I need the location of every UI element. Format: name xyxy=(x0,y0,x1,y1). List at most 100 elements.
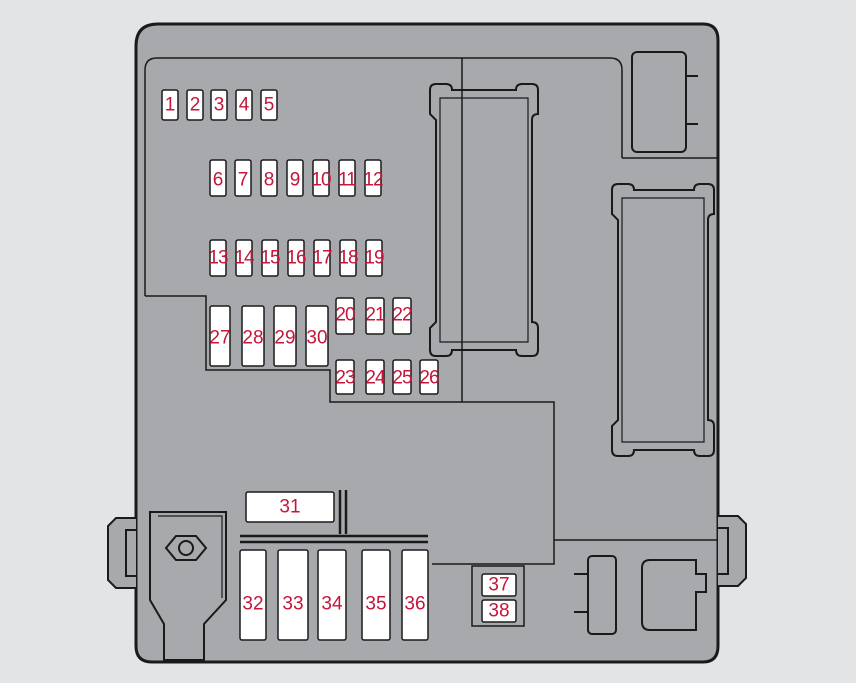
fuse-22-body[interactable] xyxy=(392,297,412,335)
fuse-24-body[interactable] xyxy=(365,359,385,395)
fuse-23[interactable]: 23 xyxy=(335,359,356,395)
fuse-25[interactable]: 25 xyxy=(392,359,413,395)
inner-partition-lines xyxy=(144,57,718,565)
fuse-36-body[interactable] xyxy=(401,549,429,641)
fuse-4[interactable]: 4 xyxy=(235,89,253,121)
fuse-8[interactable]: 8 xyxy=(260,159,278,197)
fuse-27[interactable]: 27 xyxy=(209,305,231,367)
fuse-33-body[interactable] xyxy=(277,549,309,641)
fuse-2-label: 2 xyxy=(190,95,201,116)
fuse-17-label: 17 xyxy=(312,248,332,269)
fuse-14[interactable]: 14 xyxy=(234,239,256,277)
fuse-33[interactable]: 33 xyxy=(277,549,309,641)
fuse-13-body[interactable] xyxy=(209,239,227,277)
fuse-7[interactable]: 7 xyxy=(234,159,252,197)
fuse-30[interactable]: 30 xyxy=(305,305,329,367)
fuse-28-body[interactable] xyxy=(241,305,265,367)
fuse-19[interactable]: 19 xyxy=(364,239,385,277)
fuse-20-body[interactable] xyxy=(335,297,355,335)
fuse-2-body[interactable] xyxy=(186,89,204,121)
fuse-35[interactable]: 35 xyxy=(361,549,391,641)
fuse-7-body[interactable] xyxy=(234,159,252,197)
fuse-37[interactable]: 37 xyxy=(481,573,517,597)
fuse-16-body[interactable] xyxy=(287,239,305,277)
fuse-5-label: 5 xyxy=(264,95,275,116)
fuse-23-body[interactable] xyxy=(335,359,355,395)
fuse-14-body[interactable] xyxy=(235,239,253,277)
fuse-31-body[interactable] xyxy=(245,491,335,523)
fuse-3[interactable]: 3 xyxy=(210,89,228,121)
fuse-3-label: 3 xyxy=(214,95,225,116)
fuse-38-label: 38 xyxy=(488,601,509,622)
fuse-34[interactable]: 34 xyxy=(317,549,347,641)
fuse-28[interactable]: 28 xyxy=(241,305,265,367)
fuse-20[interactable]: 20 xyxy=(335,297,356,335)
fuse-5[interactable]: 5 xyxy=(260,89,278,121)
fuse-13-label: 13 xyxy=(208,248,228,269)
fuse-16[interactable]: 16 xyxy=(286,239,307,277)
fuse-34-body[interactable] xyxy=(317,549,347,641)
fuse-15-body[interactable] xyxy=(261,239,279,277)
fuse-10[interactable]: 10 xyxy=(311,159,332,197)
fuse-32[interactable]: 32 xyxy=(239,549,267,641)
fuse-13[interactable]: 13 xyxy=(208,239,229,277)
mini-fuse-holder xyxy=(471,565,525,627)
fuse-26[interactable]: 26 xyxy=(419,359,440,395)
fuse-1-body[interactable] xyxy=(161,89,179,121)
fuse-3-body[interactable] xyxy=(210,89,228,121)
fuse-11[interactable]: 11 xyxy=(338,159,357,197)
fuse-12-body[interactable] xyxy=(364,159,382,197)
fuse-11-body[interactable] xyxy=(338,159,356,197)
fuse-31-label: 31 xyxy=(279,497,300,518)
fuse-6-label: 6 xyxy=(213,170,224,191)
terminal-post xyxy=(149,511,227,661)
fuse-4-body[interactable] xyxy=(235,89,253,121)
fuse-18-body[interactable] xyxy=(339,239,357,277)
fuse-21[interactable]: 21 xyxy=(365,297,386,335)
fuse-29[interactable]: 29 xyxy=(273,305,297,367)
fuse-26-label: 26 xyxy=(419,368,439,389)
fuse-35-body[interactable] xyxy=(361,549,391,641)
fuse-12[interactable]: 12 xyxy=(363,159,384,197)
fuse-25-label: 25 xyxy=(392,368,412,389)
fuse-12-label: 12 xyxy=(363,170,383,191)
fuse-25-body[interactable] xyxy=(392,359,412,395)
fuse-8-body[interactable] xyxy=(260,159,278,197)
fuse-37-body[interactable] xyxy=(481,573,517,597)
fuse-37-label: 37 xyxy=(488,575,509,596)
fuse-32-body[interactable] xyxy=(239,549,267,641)
fuse-30-body[interactable] xyxy=(305,305,329,367)
fuse-2[interactable]: 2 xyxy=(186,89,204,121)
fuse-27-body[interactable] xyxy=(209,305,231,367)
fuse-15[interactable]: 15 xyxy=(260,239,281,277)
relay-top-right xyxy=(631,51,698,153)
fuse-18[interactable]: 18 xyxy=(338,239,359,277)
fuse-36[interactable]: 36 xyxy=(401,549,429,641)
fuse-38-body[interactable] xyxy=(481,599,517,623)
fuse-6[interactable]: 6 xyxy=(209,159,227,197)
relay-socket-right-inner xyxy=(621,197,705,443)
fuse-5-body[interactable] xyxy=(260,89,278,121)
fuse-1[interactable]: 1 xyxy=(161,89,179,121)
fuse-6-body[interactable] xyxy=(209,159,227,197)
fuse-10-body[interactable] xyxy=(312,159,330,197)
fuse-38[interactable]: 38 xyxy=(481,599,517,623)
fuse-33-label: 33 xyxy=(282,594,303,615)
fuse-24[interactable]: 24 xyxy=(365,359,387,395)
fuse-19-label: 19 xyxy=(364,248,384,269)
fuse-4-label: 4 xyxy=(239,95,250,116)
fuse-19-body[interactable] xyxy=(365,239,383,277)
right-mounting-clip xyxy=(718,515,747,587)
fuse-29-body[interactable] xyxy=(273,305,297,367)
fuse-26-body[interactable] xyxy=(419,359,439,395)
left-mounting-clip xyxy=(107,517,136,589)
fuse-34-label: 34 xyxy=(321,594,343,615)
fuse-17-body[interactable] xyxy=(313,239,331,277)
fuse-9-body[interactable] xyxy=(286,159,304,197)
fuse-22[interactable]: 22 xyxy=(392,297,413,335)
fuse-21-body[interactable] xyxy=(365,297,385,335)
fuse-31[interactable]: 31 xyxy=(245,491,335,523)
fuse-9[interactable]: 9 xyxy=(286,159,304,197)
relay-bottom-right xyxy=(641,559,707,631)
fuse-17[interactable]: 17 xyxy=(312,239,333,277)
